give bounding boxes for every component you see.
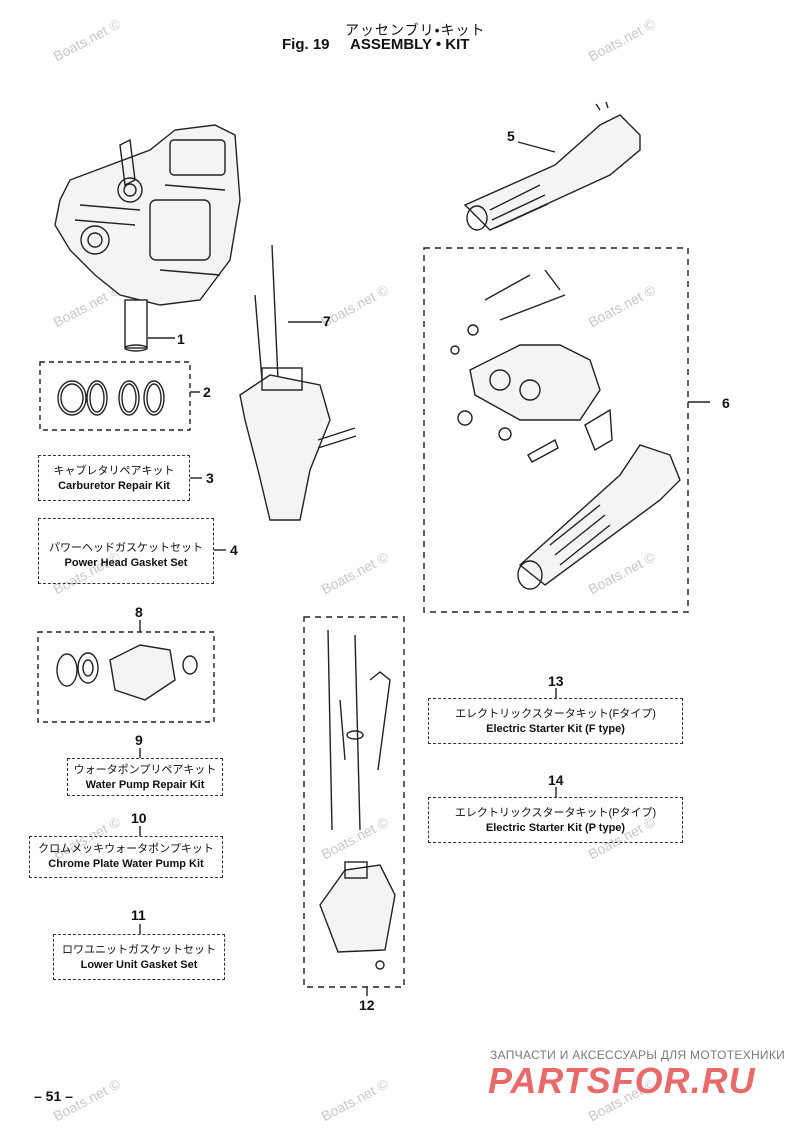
kit-label-en: Power Head Gasket Set [64, 557, 188, 569]
kit-label-jp: ウォータポンプリペアキット [73, 764, 217, 776]
kit-box-12 [303, 616, 405, 988]
kit-label-3: キャブレタリペアキット Carburetor Repair Kit [38, 455, 190, 501]
callout-12: 12 [359, 997, 375, 1013]
kit-label-en: Chrome Plate Water Pump Kit [48, 858, 204, 870]
kit-label-4: パワーヘッドガスケットセット Power Head Gasket Set [38, 518, 214, 584]
kit-label-jp: キャブレタリペアキット [53, 465, 175, 477]
kit-label-14: エレクトリックスタータキット(Pタイプ) Electric Starter Ki… [428, 797, 683, 843]
kit-label-10: クロムメッキウォータポンプキット Chrome Plate Water Pump… [29, 836, 223, 878]
tiller-handle-illustration [463, 101, 641, 231]
callout-10: 10 [131, 810, 147, 826]
callout-8: 8 [135, 604, 143, 620]
lower-unit-illustration [239, 244, 357, 521]
kit-label-jp: パワーヘッドガスケットセット [49, 542, 203, 554]
kit-label-en: Electric Starter Kit (P type) [485, 822, 626, 834]
brand-logo: PARTSFOR.RU [488, 1060, 756, 1101]
kit-label-en: Carburetor Repair Kit [58, 480, 170, 492]
kit-label-jp: クロムメッキウォータポンプキット [38, 843, 214, 855]
kit-label-11: ロワユニットガスケットセット Lower Unit Gasket Set [53, 934, 225, 980]
kit-label-jp: エレクトリックスタータキット(Pタイプ) [454, 807, 657, 819]
brand-tagline: ЗАПЧАСТИ И АКСЕССУАРЫ ДЛЯ МОТОТЕХНИКИ [490, 1048, 786, 1062]
title-japanese: アッセンブリ•キット [345, 22, 486, 38]
power-head-illustration [54, 124, 241, 352]
callout-14: 14 [548, 772, 564, 788]
kit-label-en: Electric Starter Kit (F type) [486, 723, 625, 735]
page-number: – 51 – [34, 1088, 73, 1104]
callout-11: 11 [131, 907, 146, 923]
callout-3: 3 [206, 470, 214, 486]
callout-9: 9 [135, 732, 143, 748]
kit-box-8 [37, 631, 215, 723]
kit-box-6 [423, 247, 689, 613]
figure-label: Fig. 19 [282, 36, 330, 53]
kit-label-en: Water Pump Repair Kit [85, 779, 205, 791]
kit-box-2 [39, 361, 191, 431]
callout-2: 2 [203, 384, 211, 400]
kit-label-en: Lower Unit Gasket Set [80, 959, 198, 971]
callout-4: 4 [230, 542, 238, 558]
callout-6: 6 [722, 395, 730, 411]
callout-7: 7 [323, 313, 331, 329]
kit-label-jp: ロワユニットガスケットセット [62, 944, 216, 956]
kit-label-13: エレクトリックスタータキット(Fタイプ) Electric Starter Ki… [428, 698, 683, 744]
figure-title: ASSEMBLY • KIT [350, 36, 470, 53]
kit-label-jp: エレクトリックスタータキット(Fタイプ) [455, 708, 656, 720]
callout-13: 13 [548, 673, 564, 689]
callout-1: 1 [177, 331, 185, 347]
kit-label-9: ウォータポンプリペアキット Water Pump Repair Kit [67, 758, 223, 796]
callout-5: 5 [507, 128, 515, 144]
